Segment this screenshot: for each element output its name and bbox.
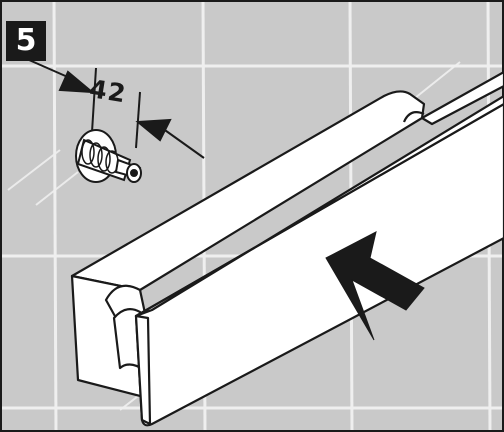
tile-reflection bbox=[35, 171, 79, 206]
extension-line-right bbox=[135, 91, 141, 149]
step-number: 5 bbox=[15, 23, 37, 58]
step-number-badge: 5 bbox=[6, 21, 46, 61]
thread-ring bbox=[81, 139, 95, 165]
dimension-value: 42 bbox=[87, 74, 129, 109]
holder-top-notch bbox=[402, 111, 425, 123]
mount-pin-socket bbox=[130, 169, 138, 177]
cover-edge bbox=[134, 94, 504, 318]
thread-ring bbox=[89, 142, 103, 168]
dimension-label: 42 bbox=[87, 74, 128, 108]
leader-line-right bbox=[161, 127, 205, 159]
arrowhead-right bbox=[135, 118, 172, 142]
wall-mount-screw bbox=[75, 129, 142, 183]
extension-line-left bbox=[91, 67, 97, 133]
holder-top-face bbox=[70, 90, 426, 292]
cover-side bbox=[134, 314, 152, 426]
push-arrow bbox=[325, 231, 425, 341]
front-cover-panel bbox=[134, 94, 504, 427]
holder-rear-face bbox=[420, 70, 504, 126]
thread-ring bbox=[97, 146, 111, 172]
arrowhead-left bbox=[58, 70, 95, 94]
tile-reflection bbox=[7, 149, 61, 191]
